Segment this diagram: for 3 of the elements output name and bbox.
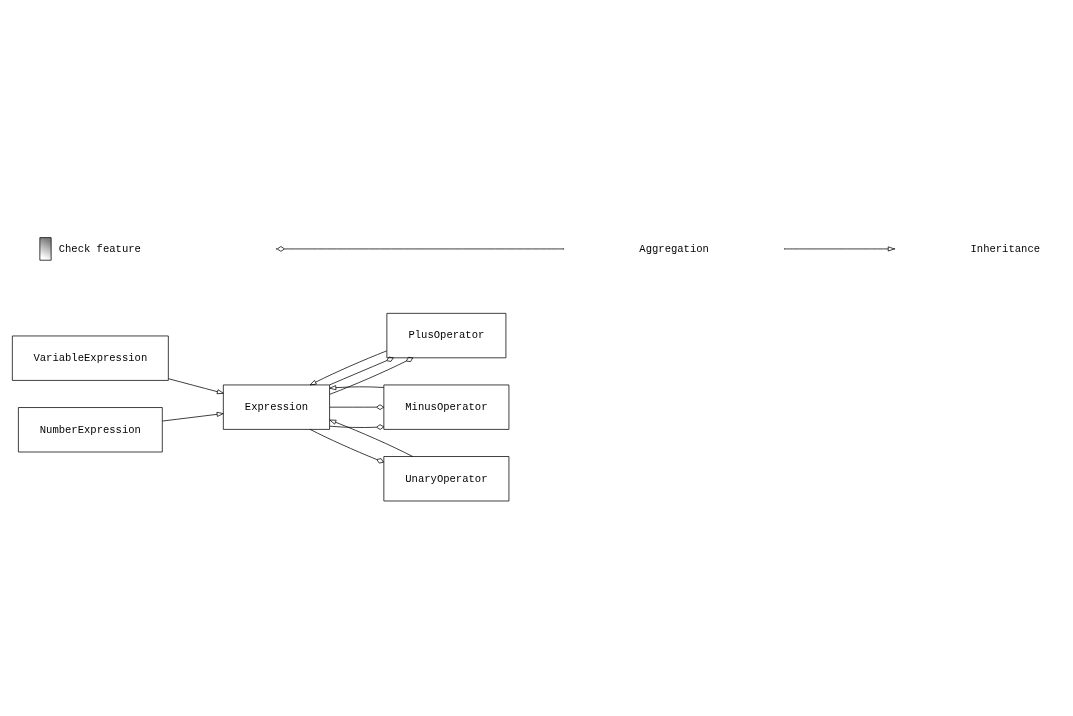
legend-label: Aggregation xyxy=(639,242,709,255)
legend-label: Inheritance xyxy=(970,242,1041,255)
legend-label: Check feature xyxy=(58,242,141,255)
